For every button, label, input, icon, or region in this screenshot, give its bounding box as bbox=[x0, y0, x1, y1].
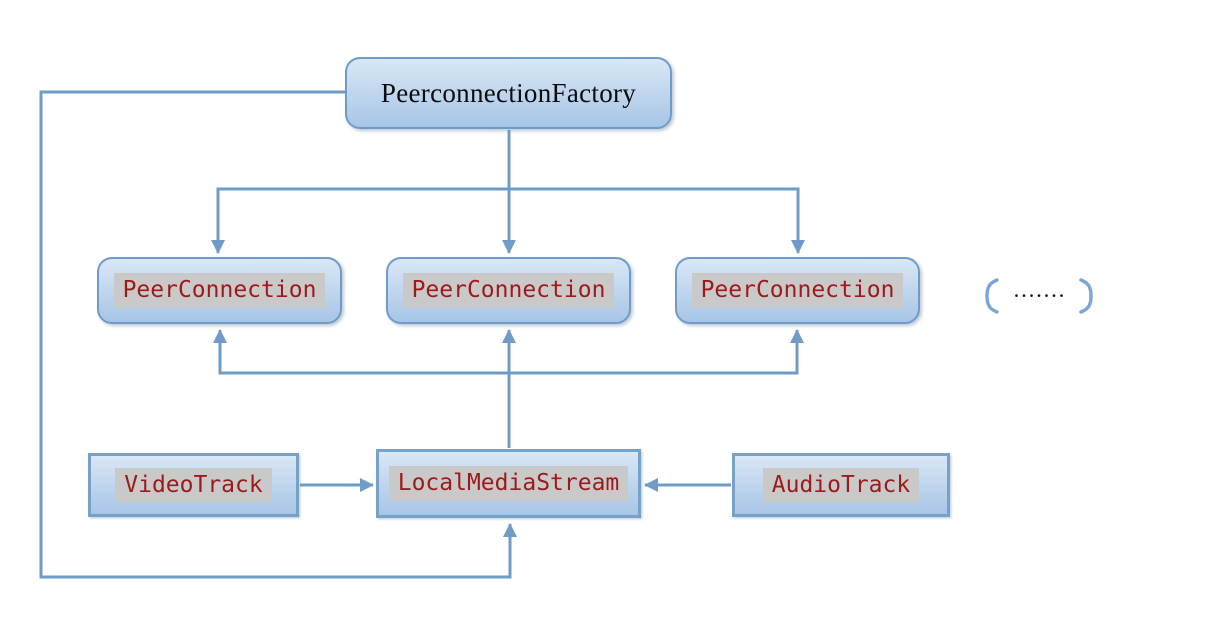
video-track-label: VideoTrack bbox=[115, 467, 272, 503]
node-peerconnection-3: PeerConnection bbox=[675, 257, 920, 324]
right-bracket-icon bbox=[1079, 278, 1093, 314]
more-peerconnections-ellipsis: ••••••• bbox=[984, 277, 1094, 315]
node-peerconnection-factory: PeerconnectionFactory bbox=[345, 57, 672, 129]
peerconnection-factory-label: PeerconnectionFactory bbox=[380, 77, 637, 108]
audio-track-label: AudioTrack bbox=[762, 467, 920, 503]
node-video-track: VideoTrack bbox=[88, 453, 299, 517]
node-local-media-stream: LocalMediaStream bbox=[376, 449, 641, 518]
arrow-factory-loop-to-mediastream bbox=[39, 90, 517, 579]
local-media-stream-label: LocalMediaStream bbox=[388, 466, 629, 501]
node-peerconnection-2: PeerConnection bbox=[386, 257, 631, 324]
peerconnection-3-label: PeerConnection bbox=[691, 273, 904, 308]
left-bracket-icon bbox=[985, 278, 999, 314]
peerconnection-2-label: PeerConnection bbox=[402, 273, 615, 308]
peerconnection-1-label: PeerConnection bbox=[113, 273, 326, 308]
node-peerconnection-1: PeerConnection bbox=[97, 257, 342, 324]
node-audio-track: AudioTrack bbox=[732, 453, 950, 517]
ellipsis-dots: ••••••• bbox=[1014, 290, 1068, 302]
